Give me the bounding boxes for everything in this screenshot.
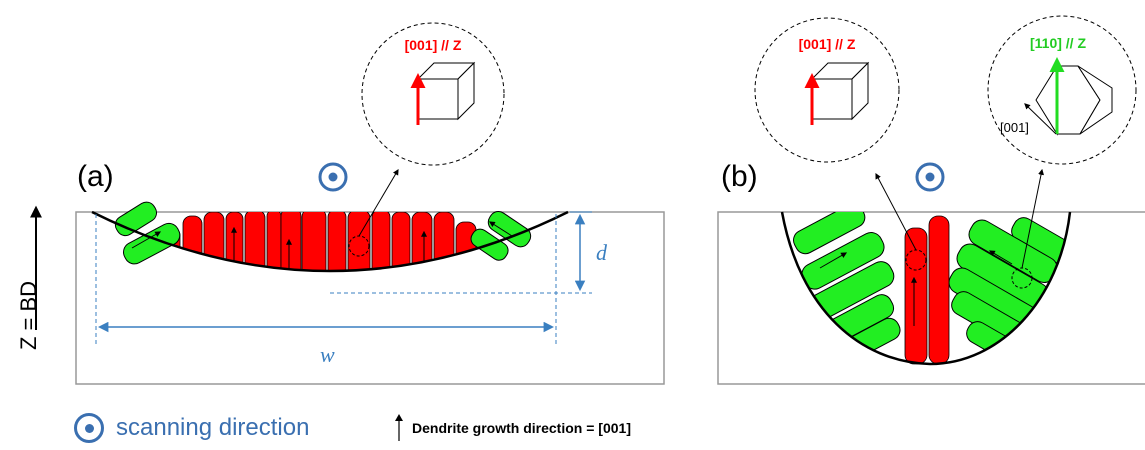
cube-icon	[810, 61, 870, 121]
grain	[301, 212, 327, 271]
grain	[244, 212, 266, 271]
callout-b-right-sublabel: [001]	[1000, 120, 1029, 135]
panel-a: (a)	[75, 22, 665, 385]
callout-b-left-text: [001] // Z	[799, 36, 856, 52]
substrate-box-a	[75, 211, 665, 385]
grain	[266, 212, 282, 271]
grain	[123, 222, 181, 265]
grain	[391, 212, 411, 271]
callout-a: [001] // Z	[348, 22, 505, 257]
grain	[487, 210, 532, 248]
grain	[433, 212, 455, 271]
legend-dendrite: Dendrite growth direction = [001]	[392, 408, 631, 448]
growth-arrows-b	[819, 250, 1013, 269]
callout-b-left: [001] // Z	[754, 17, 927, 271]
green-grains-b-left	[793, 212, 901, 359]
axis-label: Z = BD	[16, 281, 41, 350]
width-label: w	[320, 342, 335, 367]
rotated-cube-icon	[1035, 64, 1113, 136]
grain	[182, 215, 203, 271]
legend-scanning-label: scanning direction	[116, 414, 310, 441]
callout-b-right-text: [110] // Z	[1030, 35, 1086, 51]
grain	[280, 212, 302, 271]
melt-pool-boundary-a	[91, 210, 569, 273]
grain	[327, 212, 347, 271]
grain	[371, 212, 391, 271]
red-grains-b	[904, 215, 950, 365]
grain	[411, 212, 433, 271]
grain	[928, 215, 950, 365]
depth-label: d	[596, 240, 608, 265]
panel-b: (b)	[717, 15, 1145, 385]
panel-b-label: (b)	[721, 160, 758, 193]
melt-pool-boundary-b	[780, 211, 1072, 366]
scanning-direction-icon	[74, 413, 104, 443]
dimension-lines-a: d w	[95, 211, 608, 367]
legend-dendrite-label: Dendrite growth direction = [001]	[412, 420, 631, 436]
grain	[793, 212, 866, 255]
scan-symbol-a	[318, 162, 348, 192]
grain	[904, 227, 928, 365]
substrate-box-b	[717, 211, 1145, 385]
cube-icon	[416, 61, 476, 121]
green-grains-b-right	[948, 217, 1070, 362]
callout-a-text: [001] // Z	[405, 37, 462, 53]
red-grains-a	[161, 212, 477, 271]
build-direction-axis: Z = BD	[16, 205, 42, 350]
callout-b-right: [110] // Z [001]	[987, 15, 1137, 289]
legend-scanning: scanning direction	[74, 408, 309, 448]
up-arrow-icon	[395, 414, 403, 441]
panel-a-label: (a)	[77, 160, 114, 193]
scan-symbol-b	[915, 162, 945, 192]
growth-arrows-a	[231, 226, 427, 270]
